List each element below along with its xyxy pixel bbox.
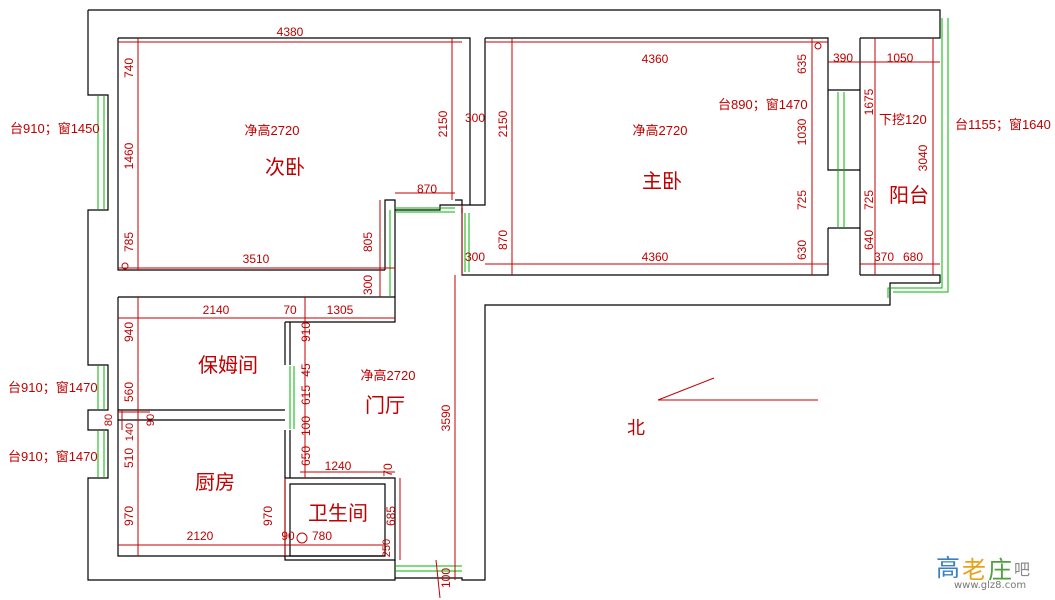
dim-text: 725 [862, 190, 876, 210]
window-note-master: 台890；窗1470 [718, 97, 808, 113]
room-foyer: 门厅 [365, 394, 405, 417]
dim-text: 90 [281, 529, 295, 543]
dim-text: 560 [122, 382, 136, 402]
watermark-char: 高 [936, 554, 960, 582]
dim-text: 630 [795, 240, 809, 260]
dim-text: 785 [122, 232, 136, 252]
dim-text: 615 [299, 385, 313, 405]
dim-text: 370 [874, 250, 894, 264]
dim-text: 510 [122, 448, 136, 468]
room-labels: 次卧 主卧 阳台 保姆间 门厅 厨房 卫生间 净高2720 净高2720 净高2… [195, 123, 929, 525]
dim-text: 2140 [203, 303, 230, 317]
room-master-bedroom: 主卧 [642, 170, 682, 193]
dim-text: 970 [122, 506, 136, 526]
dim-text: 70 [283, 303, 297, 317]
dim-text: 870 [417, 182, 437, 196]
dim-text: 1050 [887, 51, 914, 65]
dim-text: 70 [381, 463, 395, 477]
dim-text: 940 [122, 322, 136, 342]
fixture-circle [814, 42, 822, 50]
window-note-west-low: 台910；窗1470 [8, 449, 98, 465]
dim-text: 300 [361, 275, 375, 295]
dim-text: 2120 [187, 529, 214, 543]
dim-text: 3040 [916, 144, 930, 171]
toilet-icon [296, 532, 308, 544]
dim-text: 300 [465, 111, 485, 125]
dim-text: 390 [833, 51, 853, 65]
dim-text: 740 [122, 58, 136, 78]
dim-text: 3510 [243, 252, 270, 266]
watermark-char: 老 [962, 556, 986, 584]
room-nanny: 保姆间 [198, 354, 258, 377]
dim-text: 250 [381, 539, 393, 557]
dim-text: 780 [312, 529, 332, 543]
windows [97, 18, 949, 572]
balcony-drop-note: 下挖120 [879, 112, 927, 127]
ceiling-height-label: 净高2720 [245, 123, 300, 138]
dim-text: 100 [299, 416, 313, 436]
north-arrow [657, 377, 818, 401]
dim-text: 640 [862, 230, 876, 250]
dim-text: 1240 [325, 459, 352, 473]
dim-text: 910 [299, 322, 313, 342]
window-notes: 台910；窗1450 台910；窗1470 台910；窗1470 台890；窗1… [8, 97, 1051, 465]
watermark-logo: 高 老 庄 吧 www.glz8.com [936, 548, 1048, 594]
dim-text: 1305 [327, 303, 354, 317]
window-note-east: 台1155；窗1640 [955, 117, 1051, 133]
dim-text: 680 [903, 250, 923, 264]
room-balcony: 阳台 [889, 184, 929, 207]
dim-text: 80 [103, 414, 115, 426]
dim-text: 1030 [795, 118, 809, 145]
dim-text: 90 [145, 414, 157, 426]
ceiling-height-label: 净高2720 [361, 368, 416, 383]
dim-text: 4360 [642, 250, 669, 264]
dim-text: 2150 [436, 110, 450, 137]
dim-text: 805 [361, 232, 375, 252]
dim-text: 870 [496, 230, 510, 250]
dim-text: 1675 [862, 88, 876, 115]
watermark-char: 庄 [988, 556, 1012, 584]
dim-text: 1460 [122, 142, 136, 169]
fixture-circle [121, 262, 129, 270]
window-note-west-top: 台910；窗1450 [10, 121, 100, 137]
dim-text: 650 [299, 446, 313, 466]
dim-text: 140 [124, 423, 136, 441]
dim-text: 970 [261, 506, 275, 526]
dim-text: 2150 [496, 110, 510, 137]
room-bathroom: 卫生间 [308, 502, 368, 525]
room-secondary-bedroom: 次卧 [265, 156, 305, 179]
dimension-texts: 4380 740 1460 785 3510 2150 300 2150 870… [103, 25, 930, 588]
dim-text: 685 [384, 506, 398, 526]
dimension-lines [118, 38, 940, 599]
dim-text: 4380 [277, 25, 304, 39]
dim-text: 100 [439, 568, 453, 588]
dim-text: 635 [795, 54, 809, 74]
ceiling-height-label: 净高2720 [633, 123, 688, 138]
window-note-west-mid: 台910；窗1470 [8, 380, 98, 396]
watermark-url: www.glz8.com [954, 580, 1027, 591]
dim-text: 3590 [439, 404, 453, 431]
north-label: 北 [627, 418, 645, 438]
watermark-char: 吧 [1014, 560, 1031, 579]
dim-text: 300 [465, 250, 485, 264]
dim-text: 45 [299, 363, 313, 377]
dim-text: 725 [795, 190, 809, 210]
dim-text: 4360 [642, 52, 669, 66]
room-kitchen: 厨房 [195, 471, 235, 494]
